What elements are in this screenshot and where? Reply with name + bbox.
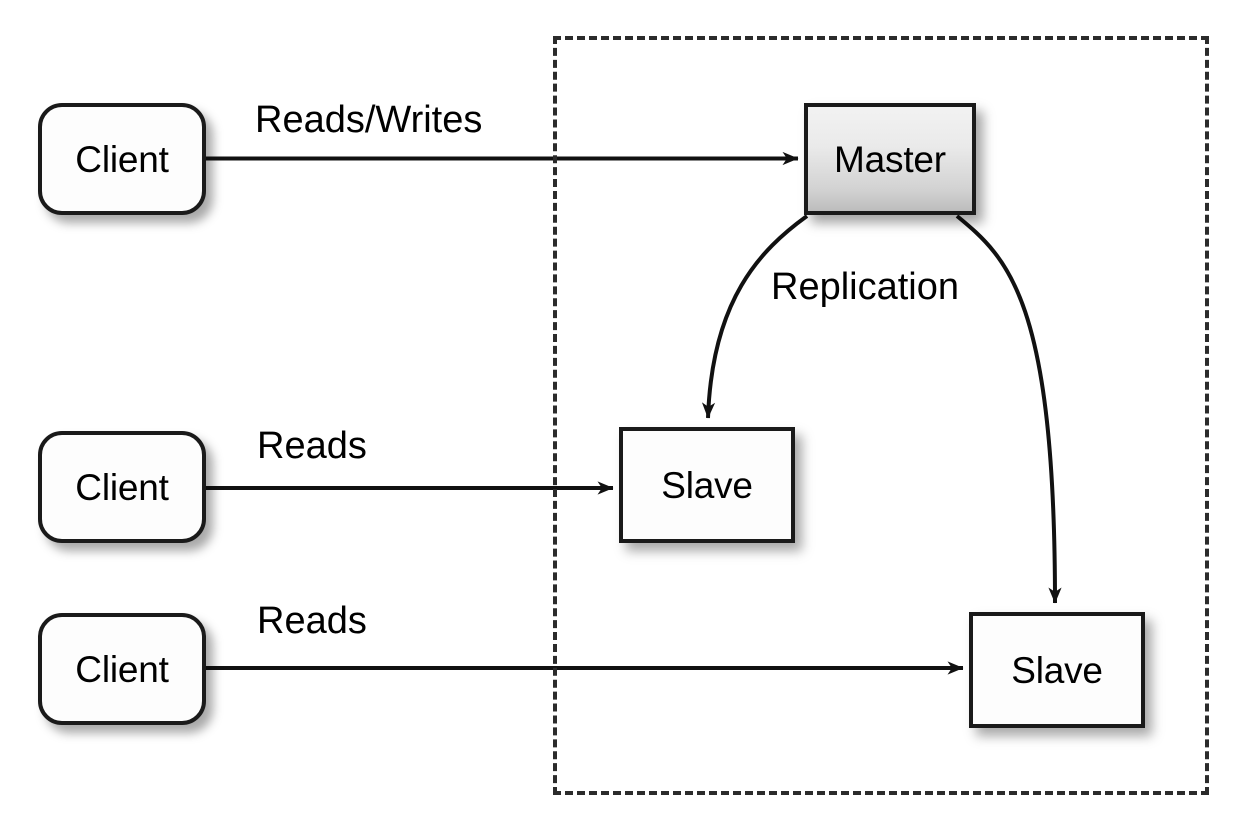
node-master[interactable]: Master: [804, 103, 976, 215]
node-client-3[interactable]: Client: [38, 613, 206, 725]
node-client-1[interactable]: Client: [38, 103, 206, 215]
node-client-3-label: Client: [75, 648, 169, 690]
edge-label-reads-writes: Reads/Writes: [255, 99, 483, 141]
node-slave-1[interactable]: Slave: [619, 427, 795, 543]
node-slave-2-label: Slave: [1011, 649, 1103, 691]
edge-label-replication: Replication: [771, 266, 959, 308]
node-master-label: Master: [834, 138, 946, 180]
node-slave-1-label: Slave: [661, 464, 753, 506]
edge-master-slave2-replication: [955, 214, 1062, 604]
database-cluster-boundary: [553, 36, 1209, 795]
edge-label-reads-1: Reads: [257, 425, 367, 467]
edge-label-reads-2: Reads: [257, 600, 367, 642]
edge-master-slave1-replication: [701, 214, 809, 419]
node-client-1-label: Client: [75, 138, 169, 180]
node-client-2[interactable]: Client: [38, 431, 206, 543]
node-slave-2[interactable]: Slave: [969, 612, 1145, 728]
node-client-2-label: Client: [75, 466, 169, 508]
